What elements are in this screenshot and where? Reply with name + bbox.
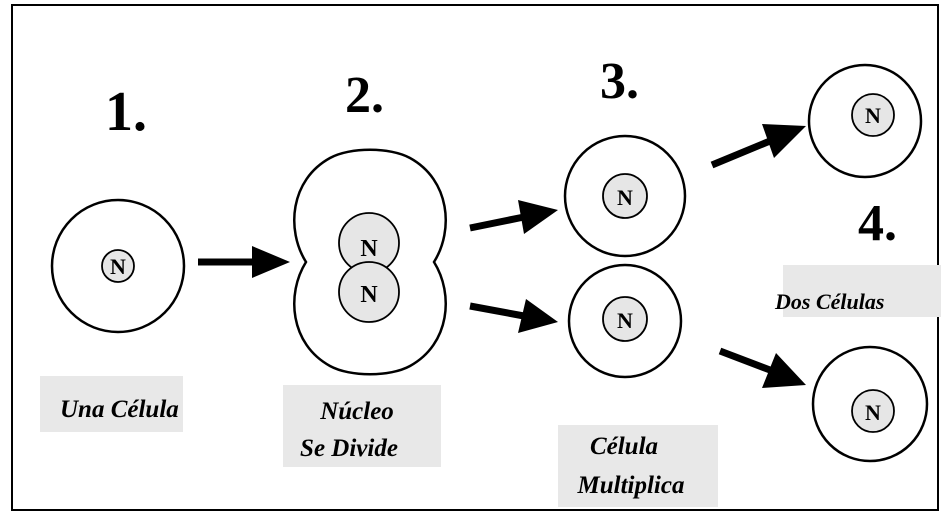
caption-bg-una-celula [40, 376, 183, 432]
nucleus [851, 93, 895, 137]
caption-bg-celula [558, 425, 718, 507]
nucleus [602, 296, 648, 342]
nucleus [602, 173, 648, 219]
caption-bg-nucleo [283, 385, 441, 467]
nucleus-label: N [865, 103, 881, 128]
nucleus-label-upper: N [360, 236, 378, 262]
caption-una-celula: Una Célula [60, 396, 179, 423]
arrow-2-to-3-upper [469, 200, 558, 234]
arrow-1-to-2 [198, 246, 290, 278]
arrow-3-to-4-upper [710, 124, 806, 169]
nucleus-label: N [865, 400, 881, 425]
caption-bg-dos-celulas [783, 265, 941, 317]
cell-final-top: N [807, 63, 923, 179]
cell-dividing: N N [293, 148, 447, 376]
caption-nucleo-line1: Núcleo [319, 398, 394, 425]
step-number-4: 4. [858, 195, 897, 252]
cell-lower-daughter: N [567, 263, 683, 379]
nucleus-label-lower: N [360, 282, 378, 308]
nucleus-label: N [110, 254, 126, 279]
caption-celula-line2: Multiplica [577, 472, 685, 499]
arrow-2-to-3-lower [469, 299, 558, 333]
step-number-3: 3. [600, 53, 639, 110]
nucleus-label: N [617, 308, 633, 333]
caption-dos-celulas: Dos Células [774, 289, 884, 314]
caption-celula-line1: Célula [590, 433, 658, 460]
nucleus [101, 249, 135, 283]
cell-final-bottom: N [811, 345, 929, 463]
cell-upper-daughter: N [563, 134, 687, 258]
caption-nucleo-line2: Se Divide [300, 435, 398, 462]
cell-one: N [50, 198, 186, 334]
diagram-border [11, 4, 939, 511]
step-number-2: 2. [345, 67, 384, 124]
nucleus-lower [338, 261, 400, 323]
nucleus [851, 389, 895, 433]
step-number-1: 1. [105, 81, 147, 143]
nucleus-label: N [617, 185, 633, 210]
arrow-3-to-4-lower [718, 347, 806, 388]
